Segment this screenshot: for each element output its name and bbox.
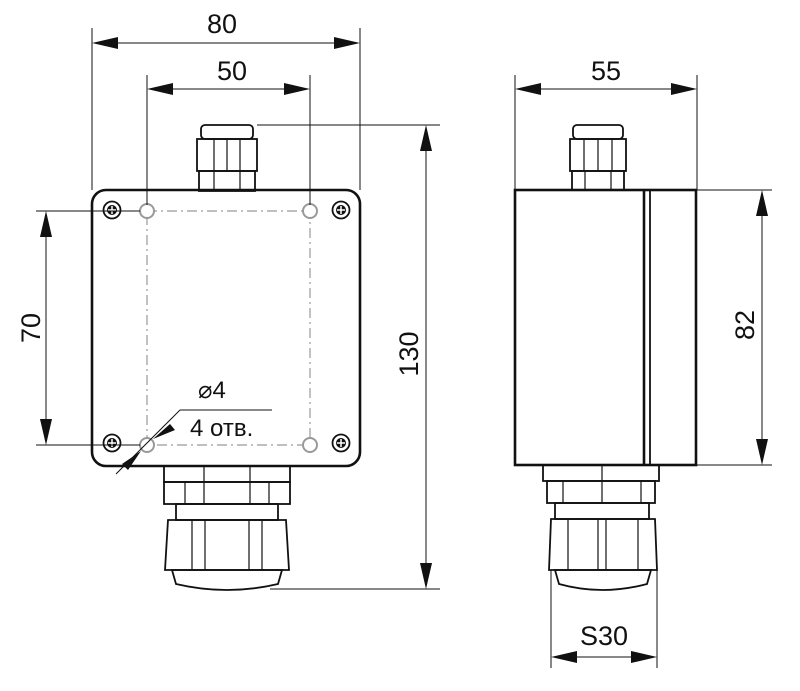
corner-screw-tl — [102, 200, 122, 220]
corner-screw-br — [331, 433, 351, 453]
hole-callout: ⌀4 4 отв. — [115, 377, 272, 475]
dimension-130: 130 — [394, 125, 432, 589]
mounting-hole-tl — [139, 203, 155, 219]
dimension-50: 50 — [147, 56, 310, 95]
side-top-gland — [569, 124, 627, 191]
mounting-hole-bl — [139, 437, 155, 453]
hole-diameter-label: ⌀4 — [198, 377, 226, 404]
dimension-70: 70 — [16, 211, 52, 445]
mounting-hole-tr — [302, 203, 318, 219]
dim-label-130: 130 — [394, 331, 424, 376]
mounting-center-lines — [146, 210, 311, 446]
dimension-55: 55 — [515, 56, 697, 95]
side-view: 55 82 S30 — [513, 56, 772, 668]
corner-screw-bl — [102, 433, 122, 453]
dim-label-82: 82 — [730, 310, 760, 340]
dim-label-55: 55 — [591, 56, 621, 86]
dimension-80: 80 — [92, 9, 360, 49]
enclosure-side — [513, 188, 698, 467]
side-bottom-gland — [542, 464, 660, 591]
dim-label-s30: S30 — [580, 621, 628, 651]
corner-screw-tr — [331, 200, 351, 220]
mounting-hole-br — [302, 437, 318, 453]
hole-count-label: 4 отв. — [190, 415, 253, 442]
bottom-cable-gland — [163, 465, 291, 591]
front-view: 80 50 70 130 ⌀4 — [16, 9, 440, 591]
dim-label-70: 70 — [16, 313, 46, 343]
dimension-82: 82 — [730, 190, 768, 465]
dim-label-50: 50 — [217, 56, 247, 86]
dim-label-80: 80 — [207, 9, 237, 39]
dimension-s30: S30 — [551, 621, 657, 663]
top-cable-gland — [196, 124, 258, 192]
